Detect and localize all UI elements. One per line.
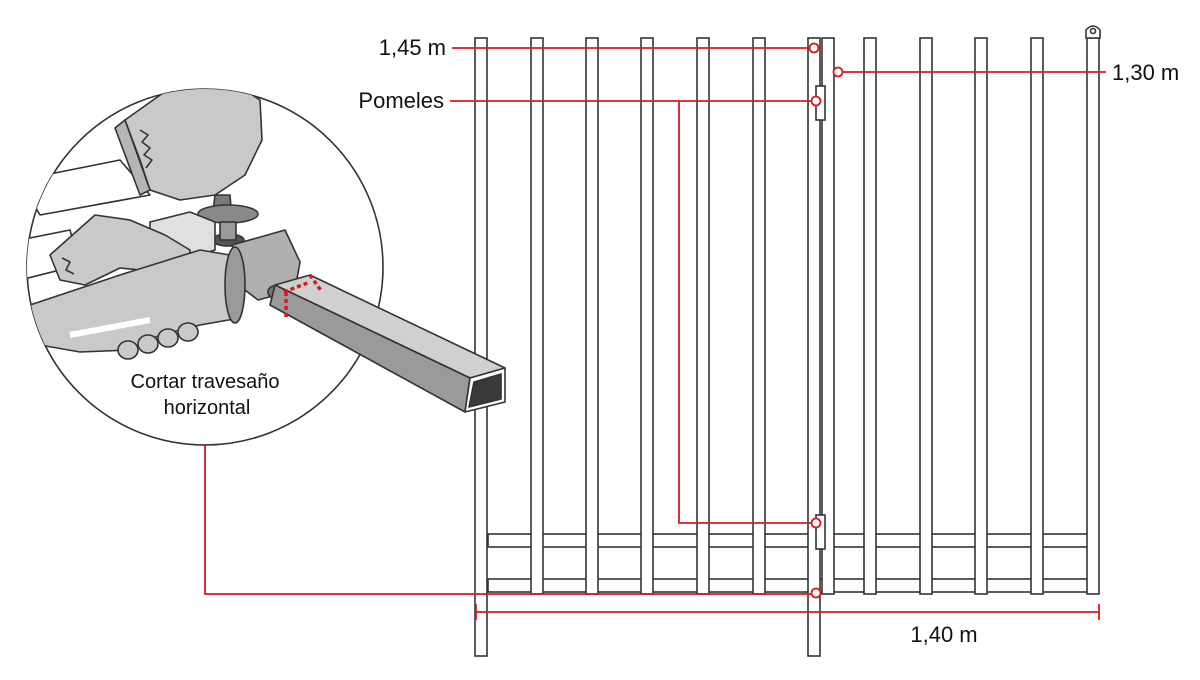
door-bar [821, 37, 835, 595]
door-bar [919, 37, 933, 595]
callout-dot-130 [832, 66, 844, 78]
callout-dot-hinge-top [810, 95, 822, 107]
cut-mark [283, 273, 324, 318]
rail-upper [487, 533, 1089, 548]
callout-line-cut [204, 445, 812, 595]
bar [696, 37, 710, 595]
door-bar [974, 37, 988, 595]
label-hinges: Pomeles [358, 88, 444, 113]
bar-left-post [474, 37, 488, 657]
knuckle [117, 340, 139, 360]
callouts [204, 42, 1106, 620]
callout-dot-hinge-bottom [810, 517, 822, 529]
label-width: 1,40 m [910, 622, 977, 647]
detail-inset: Cortar travesaño horizontal [26, 88, 506, 446]
door-bar [1030, 37, 1044, 595]
door-bar [863, 37, 877, 595]
grinder-shaft [219, 221, 237, 241]
glove-left-zigzag [61, 257, 75, 275]
glove-top-zigzag [139, 129, 153, 169]
glove-bottom-highlight [69, 317, 151, 338]
label-height-left: 1,45 m [379, 35, 446, 60]
cut-caption-line1: Cortar travesaño [131, 371, 280, 393]
callout-dot-145 [808, 42, 820, 54]
bar [640, 37, 654, 595]
knuckle [157, 328, 179, 348]
glove-top-cuff [114, 119, 151, 196]
knuckle [137, 334, 159, 354]
cut-caption-line2: horizontal [164, 397, 251, 419]
hinge-bottom [815, 514, 826, 550]
knuckle [177, 322, 199, 342]
bar [530, 37, 544, 595]
grinder-wrist [224, 246, 246, 324]
door-bar-latch [1086, 37, 1100, 595]
latch-hole [1089, 27, 1097, 35]
callout-dot-cut [810, 587, 822, 599]
bar [752, 37, 766, 595]
gate [474, 25, 1101, 657]
label-height-right: 1,30 m [1112, 60, 1179, 85]
bar [585, 37, 599, 595]
rail-lower [487, 578, 1089, 593]
bar-hinge-post [807, 37, 821, 657]
tube-opening [468, 373, 502, 408]
callout-line-hinges-down [678, 101, 812, 524]
